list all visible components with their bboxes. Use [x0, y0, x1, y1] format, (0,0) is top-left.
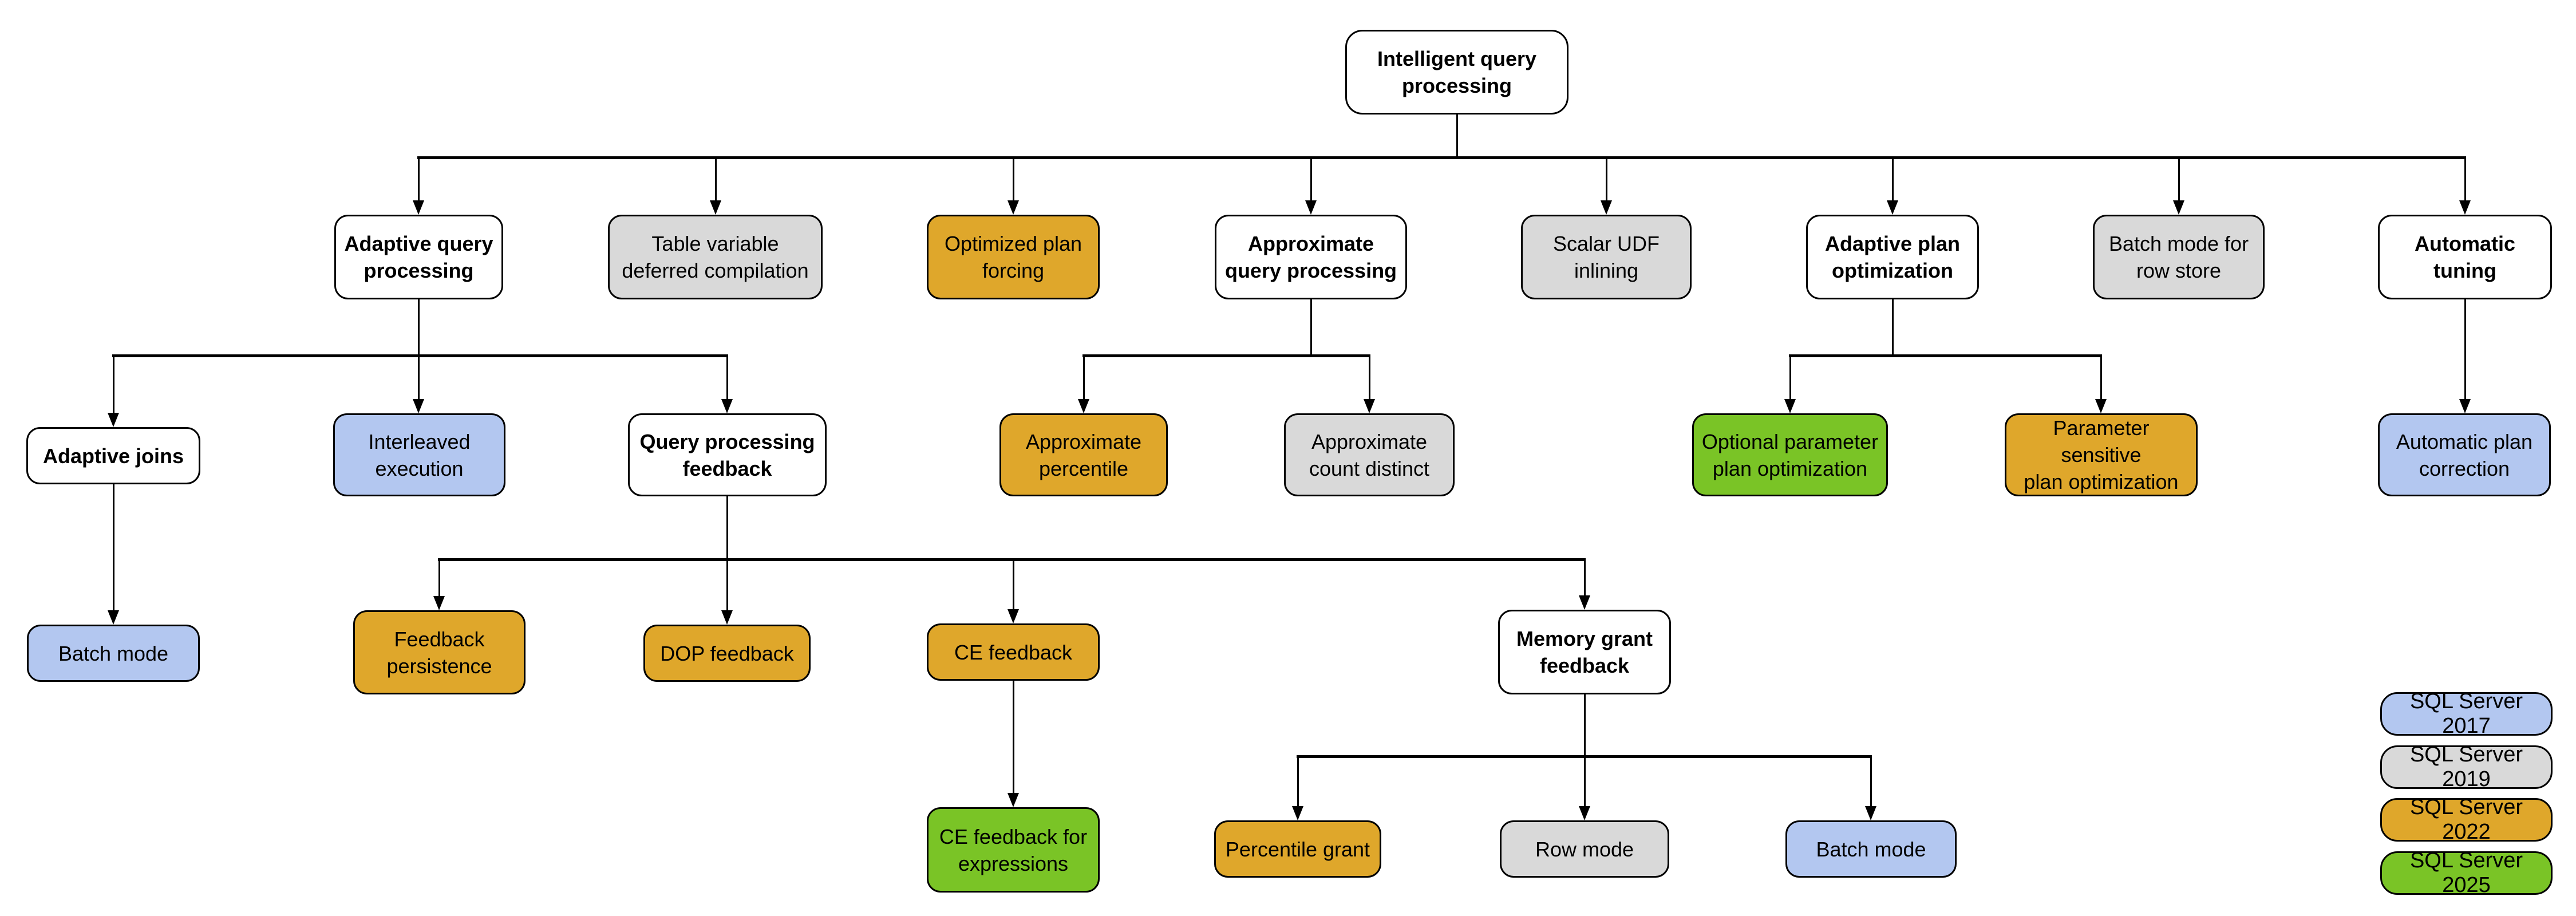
node-optional-parameter-plan-optimization: Optional parameter plan optimization [1692, 413, 1888, 496]
connector-line [1583, 694, 1586, 757]
connector-line [417, 356, 420, 402]
connector-rail [438, 558, 1586, 561]
node-scalar-udf-inlining: Scalar UDF inlining [1521, 215, 1692, 299]
connector-arrowhead-icon [108, 610, 119, 625]
connector-arrowhead-icon [2459, 200, 2471, 215]
node-ce-feedback-for-expressions: CE feedback for expressions [927, 807, 1100, 893]
node-interleaved-execution: Interleaved execution [333, 413, 505, 496]
connector-arrowhead-icon [1601, 200, 1612, 215]
connector-rail [1082, 354, 1370, 357]
node-batch-mode-memory-grant: Batch mode [1785, 820, 1957, 878]
node-adaptive-plan-optimization: Adaptive plan optimization [1806, 215, 1979, 299]
node-ce-feedback: CE feedback [927, 623, 1100, 681]
node-feedback-persistence: Feedback persistence [353, 610, 526, 694]
connector-arrowhead-icon [1305, 200, 1317, 215]
node-percentile-grant: Percentile grant [1214, 820, 1381, 878]
node-row-mode: Row mode [1500, 820, 1669, 878]
connector-line [726, 356, 728, 402]
connector-line [2100, 356, 2102, 402]
connector-arrowhead-icon [1784, 399, 1796, 413]
connector-rail [112, 354, 728, 357]
connector-line [1789, 356, 1791, 402]
connector-arrowhead-icon [413, 200, 424, 215]
legend-item-sql-server-2019: SQL Server 2019 [2380, 743, 2553, 791]
connector-arrowhead-icon [1887, 200, 1898, 215]
node-query-processing-feedback: Query processing feedback [628, 413, 827, 496]
node-dop-feedback: DOP feedback [643, 625, 811, 682]
legend-item-sql-server-2022: SQL Server 2022 [2380, 795, 2553, 844]
connector-arrowhead-icon [2095, 399, 2107, 413]
connector-line [1456, 114, 1458, 159]
connector-line [1891, 159, 1894, 203]
connector-arrowhead-icon [2173, 200, 2184, 215]
connector-line [726, 496, 728, 560]
connector-line [1012, 159, 1014, 203]
connector-line [112, 356, 114, 416]
node-optimized-plan-forcing: Optimized plan forcing [927, 215, 1100, 299]
legend-item-sql-server-2025: SQL Server 2025 [2380, 848, 2553, 897]
connector-arrowhead-icon [108, 413, 119, 427]
connector-arrowhead-icon [1865, 806, 1876, 820]
legend-item-sql-server-2017: SQL Server 2017 [2380, 689, 2553, 738]
connector-line [2464, 299, 2466, 402]
connector-line [417, 159, 420, 203]
connector-line [112, 484, 114, 613]
connector-line [1891, 299, 1894, 357]
node-batch-mode-adaptive-joins: Batch mode [27, 625, 200, 682]
node-approximate-query-processing: Approximate query processing [1215, 215, 1407, 299]
connector-line [417, 299, 420, 357]
node-batch-mode-for-row-store: Batch mode for row store [2093, 215, 2265, 299]
connector-line [2178, 159, 2180, 203]
connector-line [1583, 756, 1586, 809]
connector-arrowhead-icon [1579, 595, 1590, 610]
node-adaptive-query-processing: Adaptive query processing [334, 215, 503, 299]
connector-arrowhead-icon [721, 610, 733, 625]
connector-arrowhead-icon [1364, 399, 1375, 413]
connector-line [1297, 756, 1299, 809]
connector-arrowhead-icon [1292, 806, 1303, 820]
node-adaptive-joins: Adaptive joins [26, 427, 200, 484]
connector-line [1368, 356, 1370, 402]
connector-line [1310, 159, 1312, 203]
connector-arrowhead-icon [1008, 793, 1019, 807]
connector-arrowhead-icon [710, 200, 721, 215]
connector-arrowhead-icon [1008, 609, 1019, 623]
connector-arrowhead-icon [1008, 200, 1019, 215]
connector-line [1605, 159, 1607, 203]
connector-line [714, 159, 717, 203]
connector-line [726, 559, 728, 613]
connector-line [1310, 299, 1312, 357]
node-table-variable-deferred-compilation: Table variable deferred compilation [608, 215, 823, 299]
node-intelligent-query-processing: Intelligent query processing [1345, 30, 1568, 114]
node-memory-grant-feedback: Memory grant feedback [1498, 610, 1671, 694]
node-approximate-count-distinct: Approximate count distinct [1284, 413, 1455, 496]
connector-arrowhead-icon [433, 596, 445, 610]
node-automatic-plan-correction: Automatic plan correction [2378, 413, 2551, 496]
connector-line [1870, 756, 1872, 809]
connector-line [1012, 559, 1014, 612]
connector-line [1082, 356, 1085, 402]
connector-rail [417, 156, 2466, 159]
node-approximate-percentile: Approximate percentile [999, 413, 1168, 496]
connector-arrowhead-icon [1078, 399, 1089, 413]
connector-line [438, 559, 440, 599]
node-parameter-sensitive-plan-optimization: Parameter sensitive plan optimization [2005, 413, 2198, 496]
connector-line [1583, 559, 1586, 598]
connector-rail [1789, 354, 2102, 357]
connector-arrowhead-icon [721, 399, 733, 413]
connector-arrowhead-icon [1579, 806, 1590, 820]
node-automatic-tuning: Automatic tuning [2378, 215, 2552, 299]
connector-line [1012, 681, 1014, 796]
connector-arrowhead-icon [413, 399, 424, 413]
connector-arrowhead-icon [2459, 399, 2471, 413]
connector-line [2464, 159, 2466, 203]
